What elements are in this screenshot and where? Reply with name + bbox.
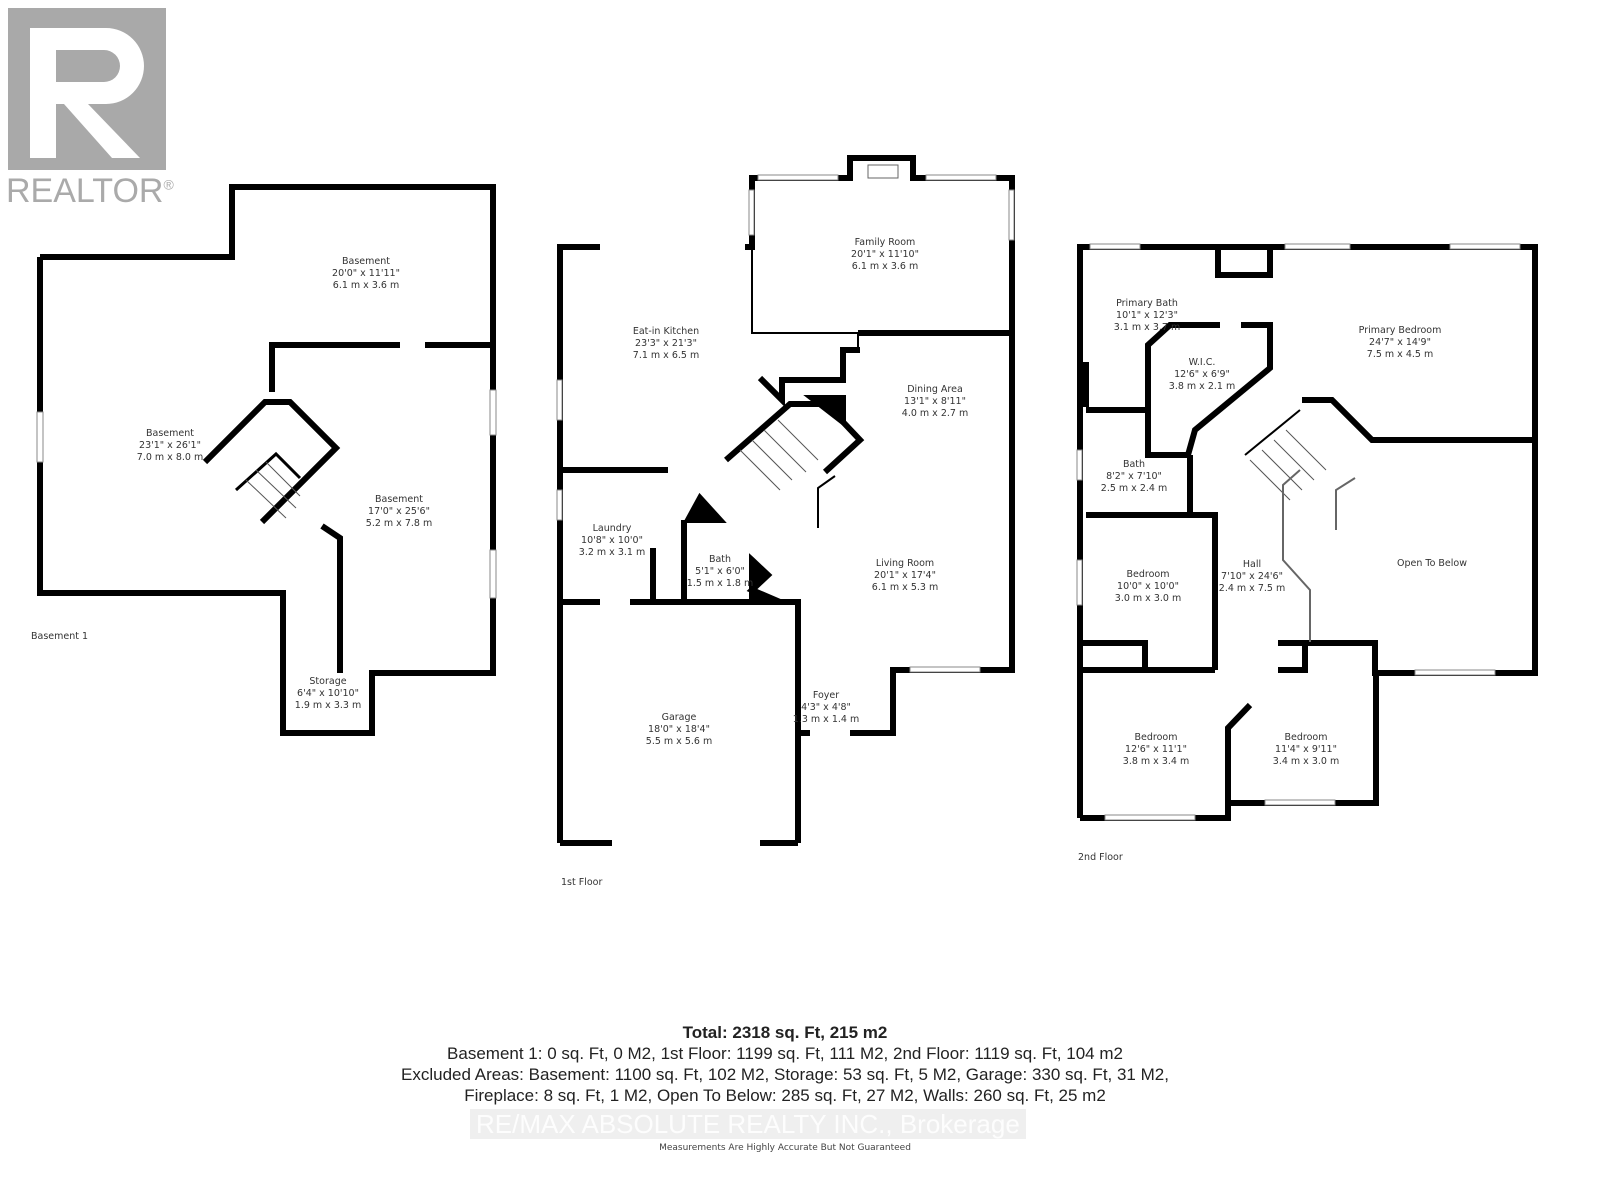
brokerage-watermark: RE/MAX ABSOLUTE REALTY INC., Brokerage	[470, 1109, 1026, 1139]
floor-areas: Basement 1: 0 sq. Ft, 0 M2, 1st Floor: 1…	[447, 1044, 1123, 1063]
area-summary: Total: 2318 sq. Ft, 215 m2 Basement 1: 0…	[0, 1022, 1570, 1106]
floor-label-basement: Basement 1	[31, 631, 89, 642]
disclaimer: Measurements Are Highly Accurate But Not…	[659, 1143, 911, 1153]
realtor-logo-text: REALTOR®	[6, 172, 174, 210]
room-label-open-to-below: Open To Below	[1397, 558, 1467, 569]
first-floor-walls	[556, 155, 1015, 846]
room-label-wic: W.I.C.12'6" x 6'9"3.8 m x 2.1 m	[1168, 357, 1236, 392]
excluded-areas: Excluded Areas: Basement: 1100 sq. Ft, 1…	[401, 1065, 1169, 1084]
realtor-logo	[8, 8, 168, 174]
realtor-logo-mark-icon	[8, 8, 166, 170]
excluded-areas-cont: Fireplace: 8 sq. Ft, 1 M2, Open To Below…	[464, 1086, 1106, 1105]
basement-walls	[36, 184, 497, 736]
second-floor-walls	[1076, 243, 1538, 821]
floor-label-2nd-floor: 2nd Floor	[1078, 852, 1123, 863]
total-area: Total: 2318 sq. Ft, 215 m2	[682, 1023, 888, 1042]
floor-label-1st-floor: 1st Floor	[561, 877, 603, 888]
